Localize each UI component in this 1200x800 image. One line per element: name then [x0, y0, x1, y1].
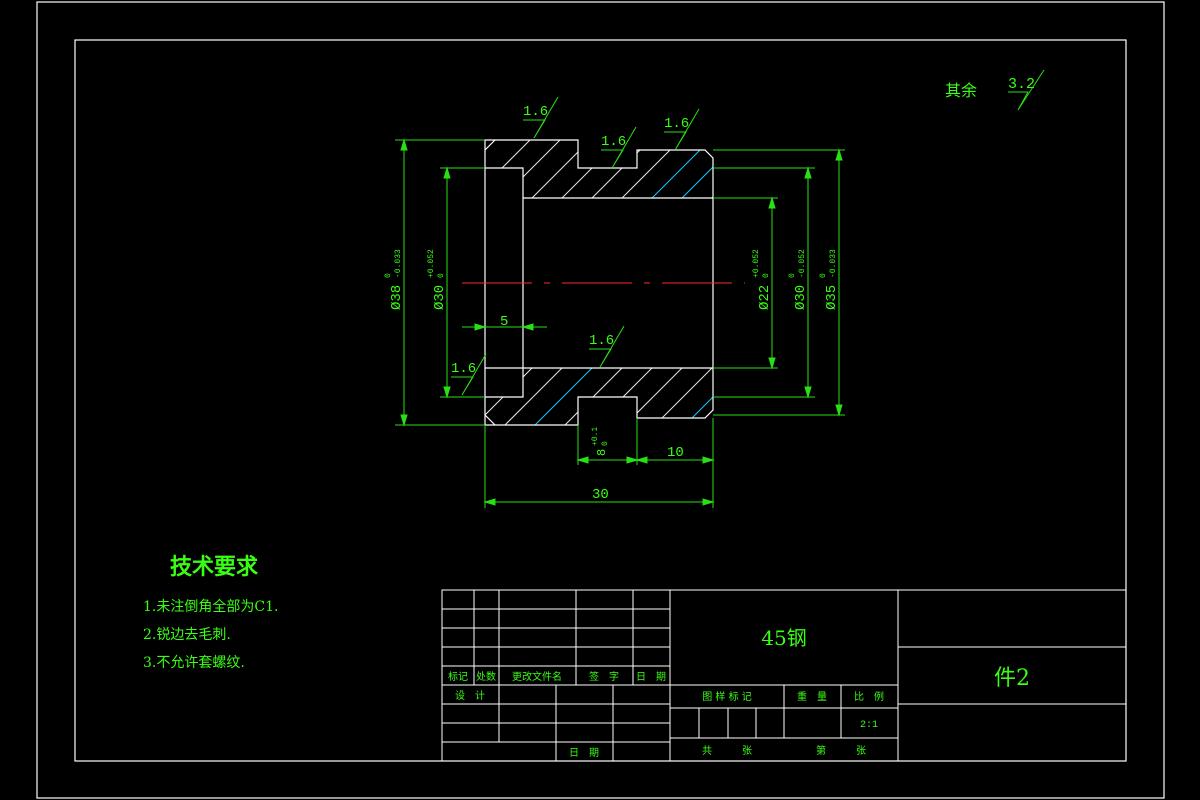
header-mark: 标记	[448, 671, 468, 683]
weight-label: 重 量	[797, 690, 827, 703]
dim-groove-8-base: 8	[595, 449, 609, 456]
tech-requirements: 技术要求 1.未注倒角全部为C1. 2.锐边去毛刺. 3.不允许套螺纹.	[143, 554, 278, 671]
total-sheets-label: 共 张	[702, 745, 752, 757]
header-date: 日 期	[636, 671, 666, 683]
roughness-value: 1.6	[451, 361, 476, 377]
extension-lines	[395, 139, 845, 508]
dim-d30-shaft-upper: 0	[788, 273, 797, 278]
roughness-value: 1.6	[589, 333, 614, 349]
date-label: 日 期	[569, 747, 599, 759]
dim-d38-upper: 0	[384, 273, 393, 278]
dim-len-10: 10	[667, 445, 684, 461]
roughness-mark: 1.6	[589, 325, 625, 368]
design-label: 设 计	[455, 689, 485, 702]
horizontal-dimension-lines	[462, 323, 715, 506]
hatch-bottom	[485, 368, 713, 425]
diameter-dimension-lines	[400, 138, 843, 427]
general-roughness-value: 3.2	[1008, 76, 1035, 93]
dim-d22-lower: 0	[762, 273, 771, 278]
roughness-mark: 1.6	[451, 353, 487, 396]
dim-groove-8-lower: 0	[601, 441, 610, 446]
tech-requirement-item: 2.锐边去毛刺.	[143, 627, 231, 643]
sheet-number-label: 第 张	[816, 744, 866, 757]
dim-d22: Ø22 +0.052 0	[752, 249, 773, 310]
general-roughness-label: 其余	[945, 81, 977, 100]
part-section	[462, 139, 745, 426]
header-count: 处数	[476, 670, 496, 683]
dim-d30-bore-base: Ø30	[432, 285, 448, 310]
dim-d22-base: Ø22	[757, 285, 773, 310]
header-signature: 签 字	[589, 670, 619, 683]
general-roughness: 其余 3.2	[945, 69, 1045, 111]
dim-d35-lower: -0.033	[829, 249, 838, 278]
dim-d38-base: Ø38	[389, 285, 405, 310]
dim-d30-bore-lower: 0	[437, 273, 446, 278]
dim-d30-bore: Ø30 +0.052 0	[427, 249, 448, 310]
dim-d30-bore-upper: +0.052	[427, 249, 436, 278]
roughness-value: 1.6	[601, 134, 626, 150]
stage-mark-label: 图 样 标 记	[702, 690, 752, 703]
roughness-value: 1.6	[523, 104, 548, 120]
outer-frame	[36, 1, 1165, 799]
dim-d38: Ø38 0 -0.033	[384, 249, 405, 310]
roughness-mark: 1.6	[664, 108, 700, 151]
roughness-mark: 1.6	[601, 126, 637, 169]
tech-requirements-title: 技术要求	[170, 554, 258, 580]
roughness-symbol-icon	[589, 325, 625, 368]
part-name: 件2	[994, 666, 1030, 691]
dim-d30-shaft-lower: -0.052	[798, 249, 807, 278]
roughness-value: 1.6	[664, 116, 689, 132]
title-block: 45钢 件2 标记 处数 更改文件名 签 字 日 期 设 计 日 期 图 样 标…	[441, 589, 1127, 762]
roughness-symbol-icon	[601, 126, 637, 169]
header-change-doc: 更改文件名	[512, 670, 562, 683]
dim-len-30: 30	[592, 487, 609, 503]
dim-d30-shaft: Ø30 0 -0.052	[788, 249, 809, 310]
roughness-symbol-icon	[451, 353, 487, 396]
roughness-mark: 1.6	[523, 96, 559, 139]
dim-d22-upper: +0.052	[752, 249, 761, 278]
dim-groove-8-upper: +0.1	[591, 427, 600, 446]
roughness-symbol-icon	[664, 108, 700, 151]
dim-d35-upper: 0	[819, 273, 828, 278]
roughness-symbol-icon	[523, 96, 559, 139]
dim-len-5: 5	[500, 314, 508, 330]
scale-value: 2:1	[860, 720, 878, 731]
roughness-symbol-icon	[1008, 69, 1045, 111]
tech-requirement-item: 3.不允许套螺纹.	[143, 655, 245, 671]
tech-requirement-item: 1.未注倒角全部为C1.	[143, 598, 278, 615]
dim-d35: Ø35 0 -0.033	[819, 249, 840, 310]
dim-groove-8: 8 +0.1 0	[591, 427, 610, 456]
dim-d30-shaft-base: Ø30	[793, 285, 809, 310]
dim-d38-lower: -0.033	[394, 249, 403, 278]
dim-d35-base: Ø35	[824, 285, 840, 310]
scale-label: 比 例	[854, 690, 884, 703]
material-name: 45钢	[761, 626, 806, 650]
